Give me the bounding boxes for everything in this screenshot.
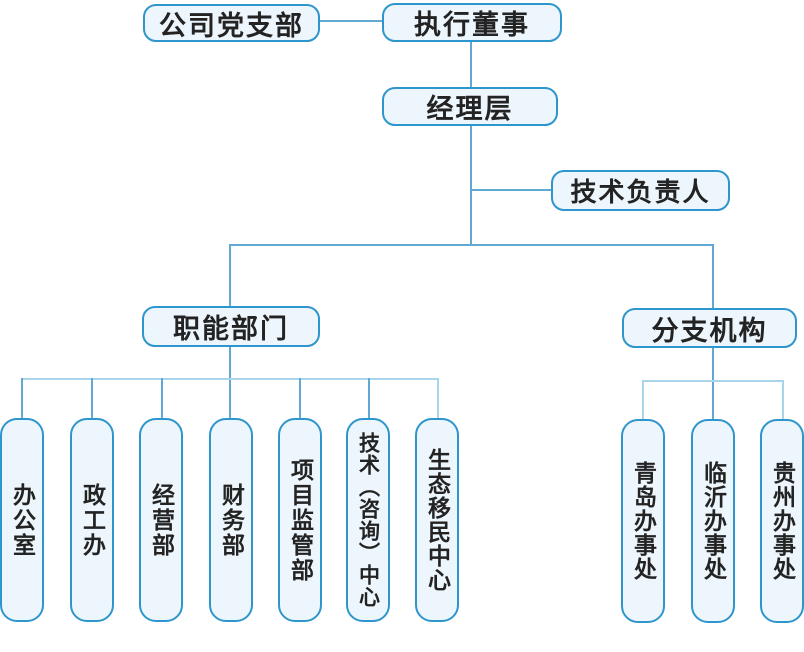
node-technical-director: 技术负责人 xyxy=(551,170,730,211)
connector-drop-dept-2 xyxy=(91,378,93,418)
node-executive-director-label: 执行董事 xyxy=(414,10,530,40)
connector-drop-dept-1 xyxy=(21,378,23,418)
node-management-label: 经理层 xyxy=(426,94,514,124)
dept-business-label: 经营部 xyxy=(148,482,175,558)
dept-general-office-label: 办公室 xyxy=(9,482,36,558)
connector-to-branches xyxy=(712,244,714,308)
connector-drop-dept-5 xyxy=(299,378,301,418)
connector-party-director xyxy=(320,20,382,22)
dept-finance: 财务部 xyxy=(209,418,253,622)
dept-political-work-office: 政工办 xyxy=(70,418,114,622)
connector-branch-trunk xyxy=(712,348,714,420)
dept-finance-label: 财务部 xyxy=(218,482,245,558)
dept-technology-consulting-center-label: 技术（咨询）中心 xyxy=(356,432,380,608)
node-management: 经理层 xyxy=(382,87,558,126)
node-functional-departments: 职能部门 xyxy=(142,306,320,347)
node-party-branch: 公司党支部 xyxy=(143,4,320,42)
dept-project-supervision: 项目监管部 xyxy=(278,418,322,622)
node-branch-offices-label: 分支机构 xyxy=(651,315,768,346)
connector-director-manager xyxy=(470,42,472,87)
dept-ecological-migration-center-label: 生态移民中心 xyxy=(424,448,451,592)
connector-office-bus xyxy=(642,380,784,382)
connector-drop-office-3 xyxy=(782,380,784,420)
connector-junction xyxy=(229,244,714,246)
dept-project-supervision-label: 项目监管部 xyxy=(287,457,314,583)
connector-drop-dept-3 xyxy=(161,378,163,418)
office-qingdao: 青岛办事处 xyxy=(621,419,665,623)
node-party-branch-label: 公司党支部 xyxy=(159,10,304,41)
office-linyi-label: 临沂办事处 xyxy=(700,461,727,581)
node-executive-director: 执行董事 xyxy=(382,3,562,42)
node-technical-director-label: 技术负责人 xyxy=(570,177,711,207)
office-guizhou-label: 贵州办事处 xyxy=(769,461,796,581)
office-guizhou: 贵州办事处 xyxy=(760,419,804,623)
node-branch-offices: 分支机构 xyxy=(622,308,797,348)
connector-drop-office-1 xyxy=(642,380,644,420)
connector-drop-dept-7 xyxy=(437,378,439,418)
dept-ecological-migration-center: 生态移民中心 xyxy=(415,418,459,622)
connector-to-functional xyxy=(229,244,231,306)
dept-political-work-office-label: 政工办 xyxy=(79,482,106,558)
office-qingdao-label: 青岛办事处 xyxy=(630,461,657,581)
dept-technology-consulting-center: 技术（咨询）中心 xyxy=(346,418,390,622)
connector-manager-trunk xyxy=(470,126,472,245)
node-functional-departments-label: 职能部门 xyxy=(173,314,289,344)
connector-functional-trunk xyxy=(229,347,231,418)
dept-general-office: 办公室 xyxy=(0,418,44,622)
connector-dept-bus xyxy=(21,378,438,380)
dept-business: 经营部 xyxy=(139,418,183,622)
connector-drop-dept-6 xyxy=(368,378,370,418)
office-linyi: 临沂办事处 xyxy=(691,419,735,623)
connector-tech-director xyxy=(471,189,551,191)
